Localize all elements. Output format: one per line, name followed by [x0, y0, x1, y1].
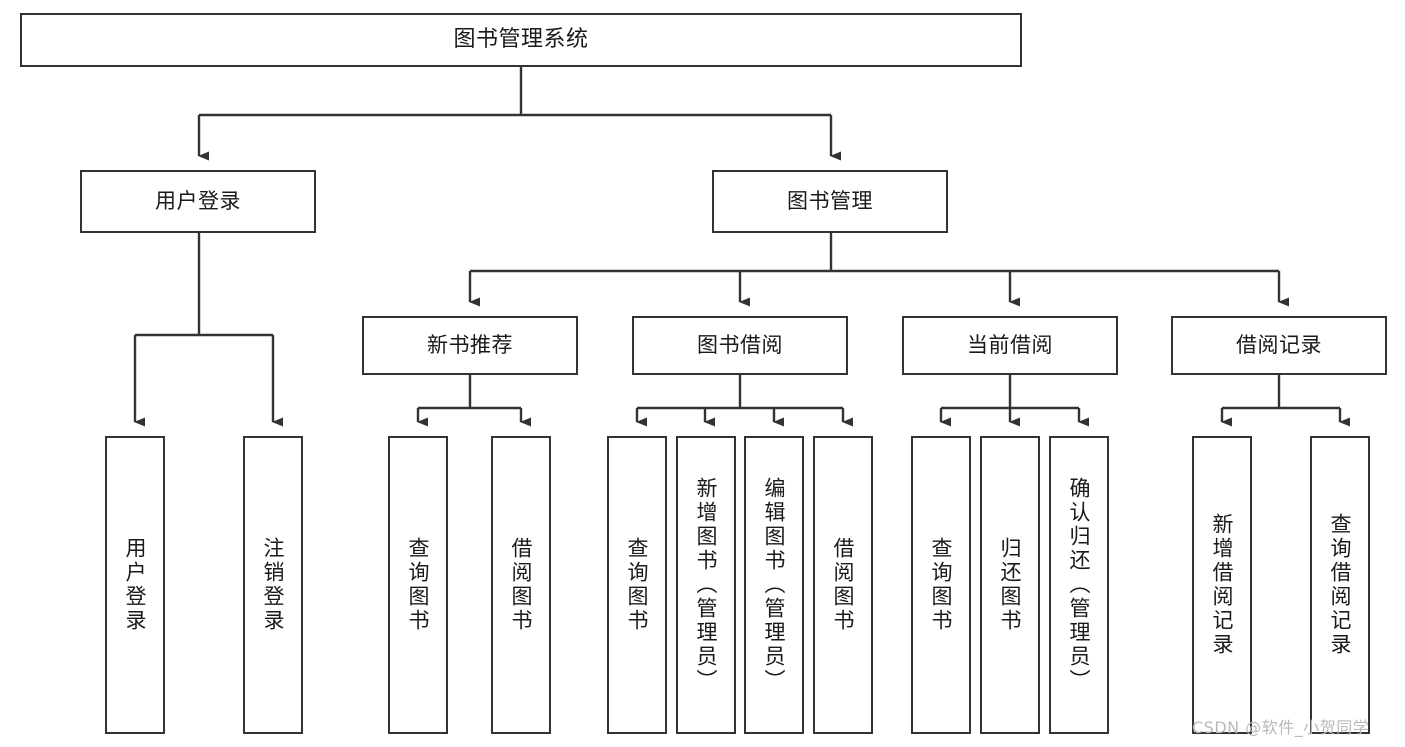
csdn-watermark: CSDN @软件_小贺同学: [1192, 718, 1370, 737]
node-label: 新增图书（管理员）: [694, 477, 719, 693]
node-leaf-edit-book-admin[interactable]: 编辑图书（管理员）: [744, 436, 804, 734]
node-label: 图书管理: [787, 189, 873, 214]
node-leaf-query-book-current[interactable]: 查询图书: [911, 436, 971, 734]
node-leaf-logout[interactable]: 注销登录: [243, 436, 303, 734]
node-label: 归还图书: [998, 537, 1023, 633]
node-borrow-record[interactable]: 借阅记录: [1171, 316, 1387, 375]
node-leaf-query-borrow-record[interactable]: 查询借阅记录: [1310, 436, 1370, 734]
node-label: 用户登录: [155, 189, 241, 214]
node-current-borrow[interactable]: 当前借阅: [902, 316, 1118, 375]
node-label: 查询借阅记录: [1328, 513, 1353, 657]
node-label: 用户登录: [123, 537, 148, 633]
node-label: 查询图书: [406, 537, 431, 633]
node-label: 查询图书: [929, 537, 954, 633]
node-book-management[interactable]: 图书管理: [712, 170, 948, 233]
node-leaf-user-login[interactable]: 用户登录: [105, 436, 165, 734]
node-leaf-add-book-admin[interactable]: 新增图书（管理员）: [676, 436, 736, 734]
node-label: 图书借阅: [697, 333, 783, 358]
node-user-login[interactable]: 用户登录: [80, 170, 316, 233]
node-label: 新书推荐: [427, 333, 513, 358]
node-label: 新增借阅记录: [1210, 513, 1235, 657]
node-leaf-borrow-book-recommend[interactable]: 借阅图书: [491, 436, 551, 734]
node-label: 借阅图书: [509, 537, 534, 633]
node-new-book-recommend[interactable]: 新书推荐: [362, 316, 578, 375]
node-leaf-query-book-borrow[interactable]: 查询图书: [607, 436, 667, 734]
node-label: 图书管理系统: [453, 27, 589, 53]
node-label: 编辑图书（管理员）: [762, 477, 787, 693]
node-book-borrow[interactable]: 图书借阅: [632, 316, 848, 375]
node-leaf-add-borrow-record[interactable]: 新增借阅记录: [1192, 436, 1252, 734]
node-leaf-query-book-recommend[interactable]: 查询图书: [388, 436, 448, 734]
node-label: 当前借阅: [967, 333, 1053, 358]
node-label: 确认归还（管理员）: [1067, 477, 1092, 693]
node-label: 注销登录: [261, 537, 286, 633]
node-leaf-confirm-return-admin[interactable]: 确认归还（管理员）: [1049, 436, 1109, 734]
node-leaf-return-book[interactable]: 归还图书: [980, 436, 1040, 734]
node-leaf-borrow-book[interactable]: 借阅图书: [813, 436, 873, 734]
node-root-system[interactable]: 图书管理系统: [20, 13, 1022, 67]
node-label: 借阅图书: [831, 537, 856, 633]
node-label: 查询图书: [625, 537, 650, 633]
node-label: 借阅记录: [1236, 333, 1322, 358]
